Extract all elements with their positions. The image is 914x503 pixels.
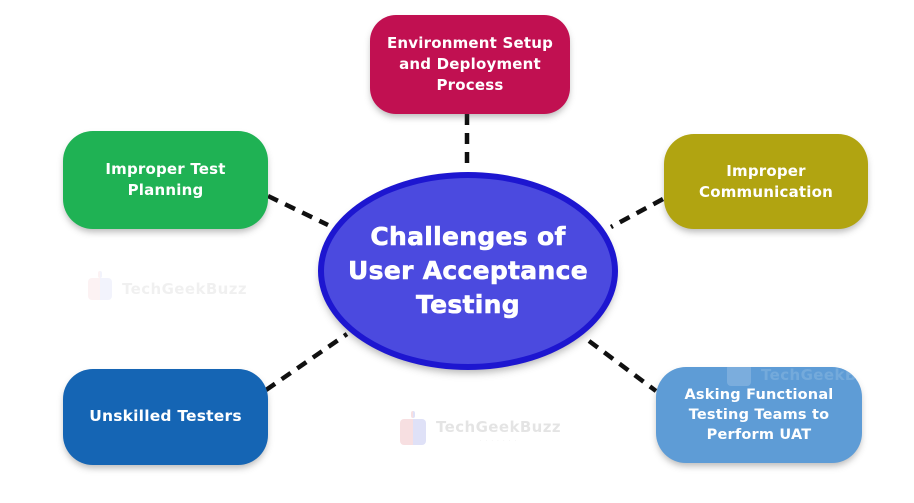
watermark-text: TechGeekBuzz xyxy=(436,418,561,436)
watermark-text: TechGeekBuzz xyxy=(122,280,247,298)
node-label: Environment Setup and Deployment Process xyxy=(386,34,554,94)
node-unskilled-testers: Unskilled Testers xyxy=(63,369,268,465)
techgeekbuzz-logo-icon xyxy=(727,364,751,386)
watermark-bottom: TechGeekBuzz · · · · · · · xyxy=(400,418,561,445)
node-label: Improper Communication xyxy=(699,161,833,201)
watermark-text: TechGeekBuzz xyxy=(761,366,886,384)
node-label: Improper Test Planning xyxy=(105,160,226,199)
node-label: Asking Functional Testing Teams to Perfo… xyxy=(684,387,834,443)
connector-bottom-left xyxy=(264,332,349,392)
node-label: Unskilled Testers xyxy=(89,407,242,426)
center-title: Challenges of User Acceptance Testing xyxy=(348,222,588,319)
connector-top-right xyxy=(609,197,665,229)
techgeekbuzz-logo-icon xyxy=(88,278,112,300)
watermark-tagline: · · · · · · · xyxy=(479,438,518,445)
connector-top-left xyxy=(267,193,329,228)
node-improper-communication: Improper Communication xyxy=(664,134,868,229)
connector-bottom-right xyxy=(587,339,658,393)
node-improper-test-planning: Improper Test Planning xyxy=(63,131,268,229)
watermark-left: TechGeekBuzz xyxy=(88,278,247,300)
node-asking-functional: Asking Functional Testing Teams to Perfo… xyxy=(656,367,862,463)
watermark-center: TechGeekBuzz xyxy=(727,364,886,386)
techgeekbuzz-logo-icon xyxy=(400,418,426,445)
center-ellipse: TechGeekBuzz Challenges of User Acceptan… xyxy=(318,172,886,386)
node-environment-setup: Environment Setup and Deployment Process xyxy=(370,15,570,114)
